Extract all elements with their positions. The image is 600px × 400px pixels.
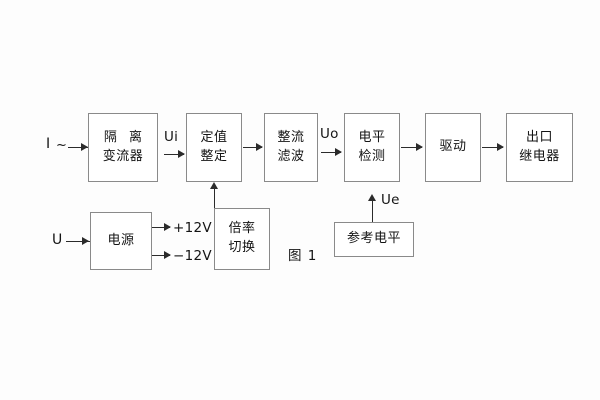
connector-reference-to-leveldetect [372,200,373,222]
arrow-right-icon [335,148,342,156]
block-output-relay[interactable]: 出口 继电器 [506,113,573,182]
connector-voltage-to-powersupply [66,241,90,242]
block-leveldetect-line-2: 检测 [358,148,386,164]
rail-label-negative: −12V [173,248,212,264]
signal-label-ui: Ui [164,129,179,145]
arrow-right-icon [164,223,171,231]
connector-multiplier-to-setting [214,188,215,208]
block-driver-line-1: 驱动 [439,139,467,155]
block-rectifier-line-1: 整流 [277,129,305,145]
figure-caption: 图 1 [288,248,318,264]
connector-isolation-to-setting [164,154,184,155]
rail-label-positive: +12V [173,220,212,236]
current-input-terminal: I [46,136,52,152]
arrow-right-icon [497,143,504,151]
arrow-right-icon [81,143,88,151]
connector-setting-to-rectifier [243,147,262,148]
block-reference-line-1: 参考电平 [346,231,401,247]
block-driver[interactable]: 驱动 [425,113,481,182]
block-isolation-line-2: 变流器 [102,148,144,164]
block-outputrelay-line-1: 出口 [525,129,553,145]
connector-driver-to-outputrelay [482,147,503,148]
block-multiplier-line-1: 倍率 [228,221,256,237]
arrow-right-icon [416,143,423,151]
block-setting-line-1: 定值 [200,129,228,145]
block-rectifier-filter[interactable]: 整流 滤波 [264,113,318,182]
block-powersupply-line-1: 电源 [107,232,135,248]
connector-leveldetect-to-driver [401,147,422,148]
block-reference-level[interactable]: 参考电平 [334,222,414,257]
arrow-up-icon [368,194,376,201]
block-outputrelay-line-2: 继电器 [519,148,560,164]
arrow-right-icon [82,237,89,245]
block-power-supply[interactable]: 电源 [90,212,152,270]
connector-rail-negative [152,255,170,256]
block-isolation-transformer[interactable]: 隔 离 变流器 [88,113,158,182]
arrow-right-icon [178,150,185,158]
voltage-input-terminal: U [52,232,64,248]
signal-label-uo: Uo [320,126,339,142]
block-setting-line-2: 整定 [200,148,228,164]
block-leveldetect-line-1: 电平 [358,129,386,145]
block-multiplier-switch[interactable]: 倍率 切换 [214,208,270,270]
signal-label-ue: Ue [381,192,400,208]
block-rectifier-line-2: 滤波 [277,148,305,164]
arrow-right-icon [256,143,263,151]
block-setting-value[interactable]: 定值 整定 [186,113,242,182]
connector-rectifier-to-leveldetect [321,152,341,153]
arrow-up-icon [210,182,218,189]
block-level-detection[interactable]: 电平 检测 [344,113,400,182]
arrow-right-icon [164,251,171,259]
connector-rail-positive [152,227,170,228]
block-isolation-line-1: 隔 离 [103,129,147,145]
block-multiplier-line-2: 切换 [228,240,256,255]
connector-current-to-isolation [68,147,88,148]
ac-tilde-icon: ~ [56,138,68,153]
